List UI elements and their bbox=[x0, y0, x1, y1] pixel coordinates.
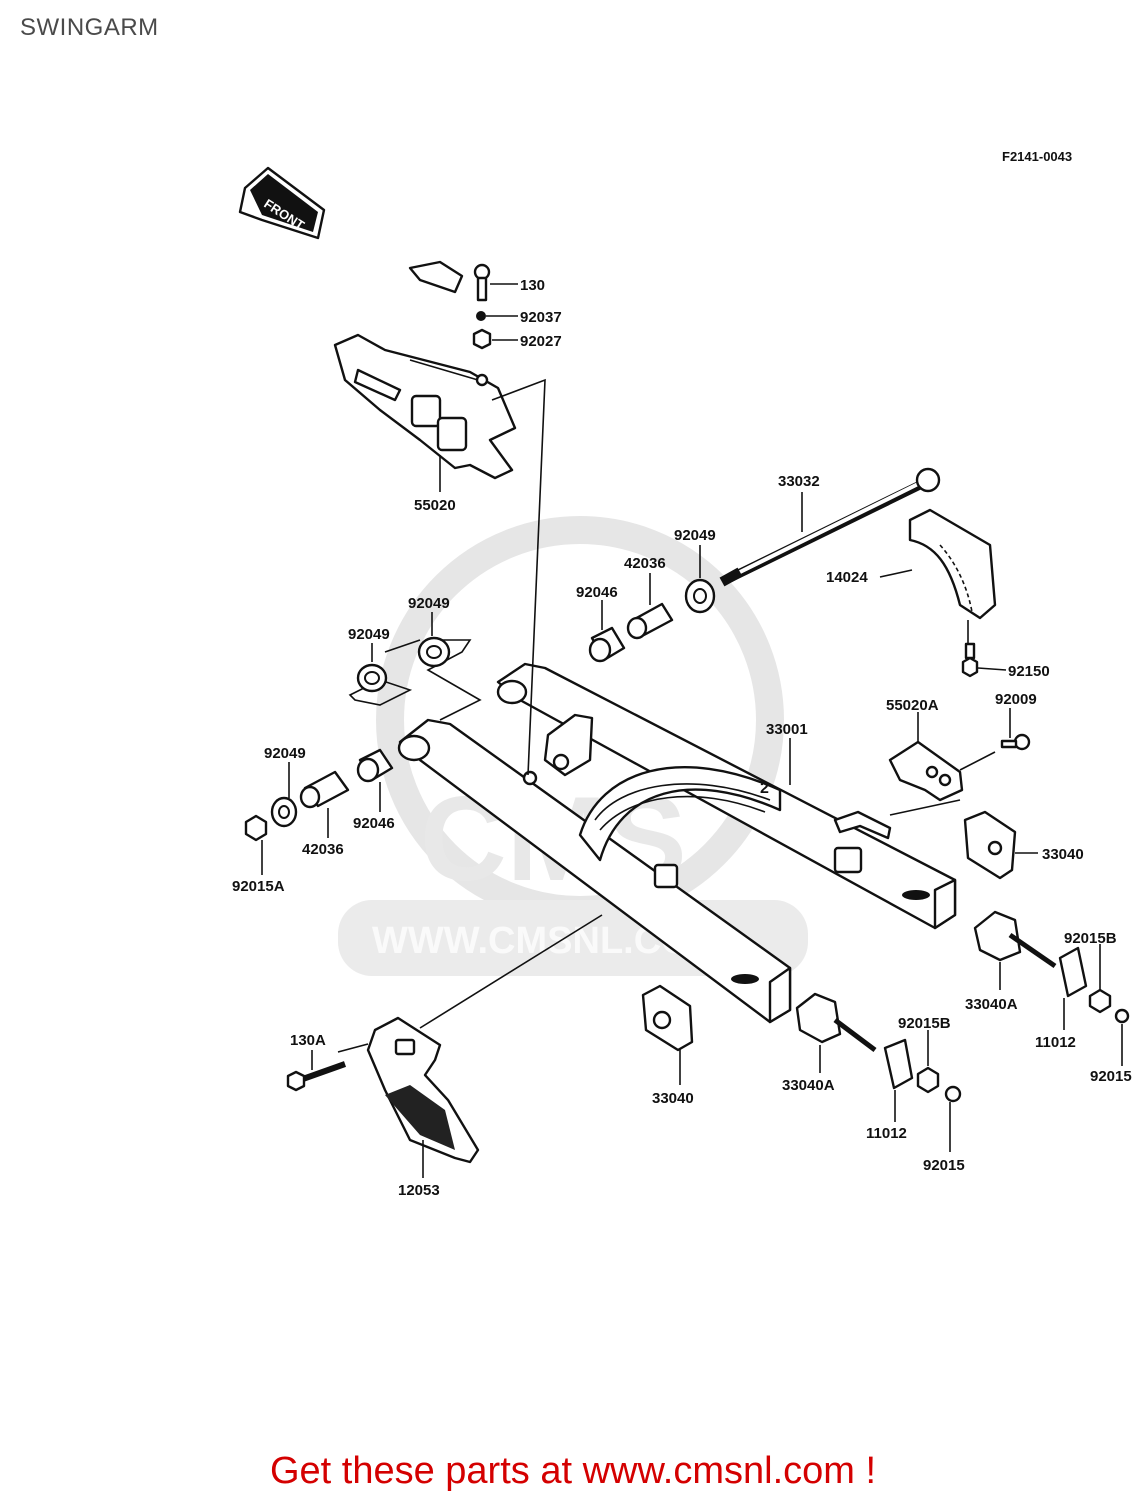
part-label-11012: 11012 bbox=[866, 1125, 907, 1142]
part-label-130a: 130A bbox=[290, 1032, 326, 1049]
part-label-130: 130 bbox=[520, 277, 545, 294]
part-label-14024: 14024 bbox=[826, 569, 868, 586]
svg-text:2: 2 bbox=[760, 780, 769, 797]
part-label-33001: 33001 bbox=[766, 721, 808, 738]
part-label-92015: 92015 bbox=[923, 1157, 965, 1174]
right-bushings-drawing bbox=[588, 578, 716, 663]
part-label-92049: 92049 bbox=[348, 626, 390, 643]
part-label-42036: 42036 bbox=[302, 841, 344, 858]
part-label-92015: 92015 bbox=[1090, 1068, 1132, 1085]
part-label-33032: 33032 bbox=[778, 473, 820, 490]
front-direction-arrow: FRONT bbox=[238, 166, 326, 240]
part-label-42036: 42036 bbox=[624, 555, 666, 572]
part-label-92015b: 92015B bbox=[1064, 930, 1117, 947]
part-label-11012: 11012 bbox=[1035, 1034, 1076, 1051]
part-label-92049: 92049 bbox=[264, 745, 306, 762]
part-label-92046: 92046 bbox=[353, 815, 395, 832]
page-title: SWINGARM bbox=[20, 14, 159, 41]
chain-adjusters-drawing bbox=[641, 810, 1130, 1103]
part-label-33040: 33040 bbox=[652, 1090, 694, 1107]
part-label-92027: 92027 bbox=[520, 333, 562, 350]
part-label-33040a: 33040A bbox=[965, 996, 1018, 1013]
part-label-33040a: 33040A bbox=[782, 1077, 835, 1094]
promo-link[interactable]: Get these parts at www.cmsnl.com ! bbox=[269, 1450, 877, 1492]
part-label-92150: 92150 bbox=[1008, 663, 1050, 680]
pivot-shaft-drawing bbox=[719, 467, 941, 587]
leader-lines bbox=[261, 283, 1123, 1178]
part-label-12053: 12053 bbox=[398, 1182, 440, 1199]
swingarm-drawing: 2 bbox=[397, 662, 957, 1024]
part-number-labels: 130 92037 92027 55020 33032 92049 42036 … bbox=[232, 277, 1132, 1199]
part-label-92046: 92046 bbox=[576, 584, 618, 601]
part-label-55020: 55020 bbox=[414, 497, 456, 514]
chain-cover-drawing bbox=[908, 508, 997, 620]
part-label-92049: 92049 bbox=[674, 527, 716, 544]
part-label-33040: 33040 bbox=[1042, 846, 1084, 863]
part-label-92015b: 92015B bbox=[898, 1015, 951, 1032]
chain-guide-bracket-drawing bbox=[333, 260, 517, 480]
chain-guard-drawing bbox=[286, 1016, 480, 1164]
part-label-92009: 92009 bbox=[995, 691, 1037, 708]
left-bushings-drawing bbox=[244, 636, 482, 842]
part-label-92015a: 92015A bbox=[232, 878, 285, 895]
bracket-55020a-drawing bbox=[888, 642, 1031, 802]
part-label-55020a: 55020A bbox=[886, 697, 939, 714]
figure-code: F2141-0043 bbox=[1002, 149, 1072, 164]
part-label-92049: 92049 bbox=[408, 595, 450, 612]
part-label-92037: 92037 bbox=[520, 309, 562, 326]
